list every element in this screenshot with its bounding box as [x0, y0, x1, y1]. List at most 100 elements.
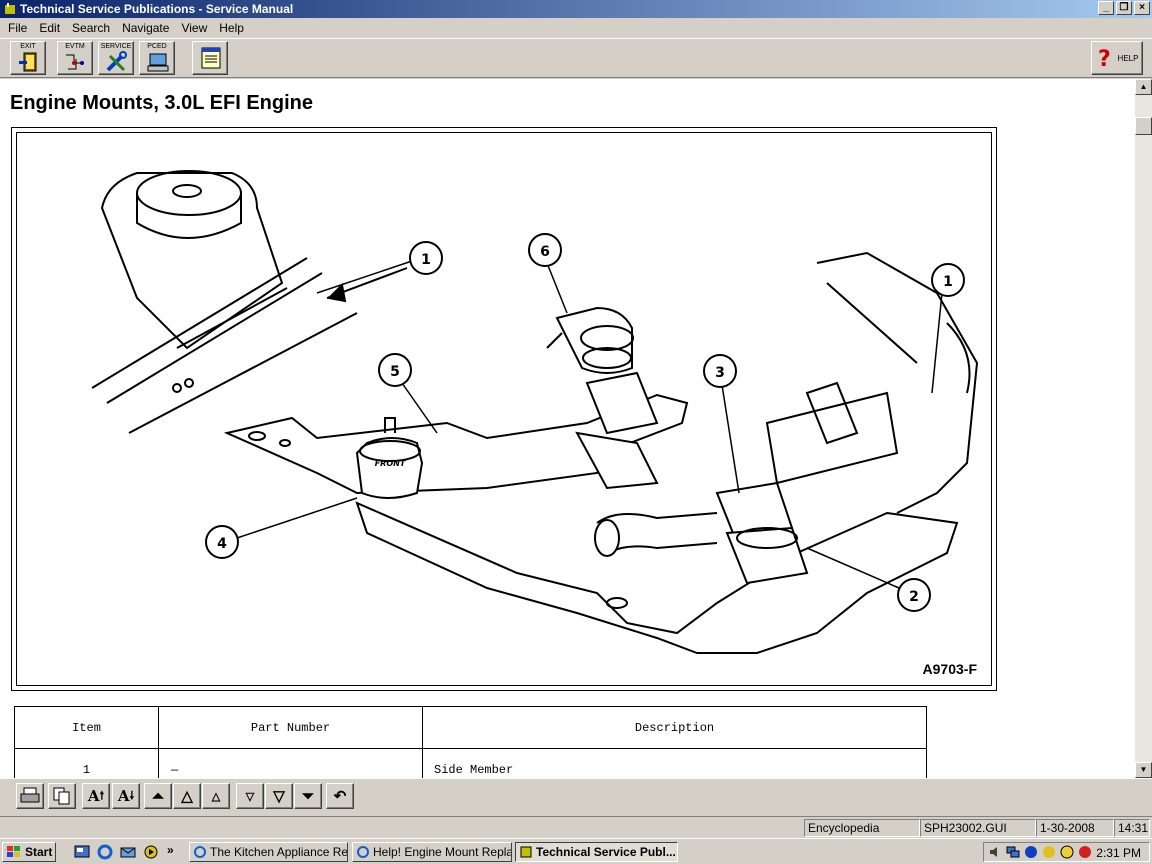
cell-part-number: — — [158, 748, 423, 778]
engine-mount-diagram: 1 6 1 5 3 4 — [91, 170, 979, 654]
svg-text:?: ? — [1098, 47, 1111, 69]
notepad-icon — [201, 47, 221, 69]
document-pane[interactable]: Engine Mounts, 3.0L EFI Engine — [0, 79, 1135, 778]
scroll-up-arrow-icon[interactable]: ▲ — [1135, 79, 1152, 95]
font-decrease-button[interactable]: A🠗 — [112, 783, 140, 809]
volume-icon[interactable] — [988, 845, 1002, 859]
smiley-icon[interactable] — [1060, 845, 1074, 859]
print-icon — [20, 787, 40, 803]
callout-2: 2 — [909, 589, 919, 605]
pced-button[interactable]: PCED — [139, 41, 175, 75]
task-label: Technical Service Publ... — [536, 845, 676, 859]
outlook-express-icon[interactable] — [120, 844, 136, 860]
last-page-button[interactable]: ⏷ — [294, 783, 322, 809]
first-page-icon: ⏶ — [151, 787, 164, 805]
task-technical-service[interactable]: Technical Service Publ... — [515, 842, 678, 862]
figure-id: A9703-F — [922, 661, 977, 677]
title-bar[interactable]: Technical Service Publications - Service… — [0, 0, 1152, 18]
font-increase-icon: A — [87, 787, 100, 805]
header-description: Description — [422, 706, 927, 749]
print-button[interactable] — [16, 783, 44, 809]
next-section-icon: ▽ — [273, 788, 285, 805]
callout-4: 4 — [217, 536, 227, 552]
ie-window-icon — [194, 846, 206, 858]
next-section-button[interactable]: ▽ — [265, 783, 293, 809]
table-row: 1 — Side Member — [14, 748, 927, 778]
service-label: SERVICE — [100, 43, 132, 50]
network-icon[interactable] — [1006, 845, 1020, 859]
cell-description: Side Member — [422, 748, 927, 778]
pced-label: PCED — [147, 43, 167, 50]
front-stamp: FRONT — [375, 459, 406, 468]
font-increase-button[interactable]: A🠕 — [82, 783, 110, 809]
next-page-button[interactable]: ▽ — [236, 783, 264, 809]
copy-button[interactable] — [48, 783, 76, 809]
exit-door-icon — [19, 52, 37, 72]
menu-view[interactable]: View — [181, 21, 208, 35]
menu-search[interactable]: Search — [72, 21, 111, 35]
service-manual-icon — [520, 846, 532, 858]
menu-file[interactable]: File — [8, 21, 28, 35]
first-page-button[interactable]: ⏶ — [144, 783, 172, 809]
status-bar: Encyclopedia SPH23002.GUI 1-30-2008 14:3… — [0, 816, 1152, 838]
figure-frame: 1 6 1 5 3 4 — [16, 132, 992, 686]
question-mark-icon: ? — [1098, 47, 1111, 69]
system-tray: 2:31 PM — [983, 842, 1150, 862]
header-item: Item — [14, 706, 159, 749]
minimize-button[interactable]: _ — [1098, 1, 1114, 15]
callout-1-left: 1 — [421, 252, 431, 268]
back-button[interactable]: ↶ — [326, 783, 354, 809]
help-label: HELP — [1117, 53, 1139, 63]
font-decrease-icon: A — [117, 787, 130, 805]
menu-navigate[interactable]: Navigate — [122, 21, 170, 35]
status-file: SPH23002.GUI — [920, 819, 1036, 837]
antivirus-icon[interactable] — [1078, 845, 1092, 859]
exit-button[interactable]: EXIT — [10, 41, 46, 75]
last-page-icon: ⏷ — [301, 787, 314, 805]
parts-table: Item Part Number Description 1 — Side Me… — [14, 706, 927, 778]
notepad-button[interactable] — [192, 41, 228, 75]
previous-page-icon: △ — [211, 790, 221, 803]
vertical-scrollbar[interactable]: ▲ ▼ — [1135, 79, 1152, 778]
restore-button[interactable]: ❐ — [1116, 1, 1132, 15]
evtm-label: EVTM — [65, 43, 85, 50]
previous-section-button[interactable]: △ — [173, 783, 201, 809]
computer-diagnostic-icon — [147, 53, 169, 72]
status-time: 14:31 — [1114, 819, 1150, 837]
close-button[interactable]: × — [1134, 1, 1150, 15]
menu-edit[interactable]: Edit — [39, 21, 61, 35]
table-header-row: Item Part Number Description — [14, 706, 927, 749]
engine-mount-figure: 1 6 1 5 3 4 — [11, 127, 997, 691]
start-label: Start — [25, 845, 53, 859]
task-engine-mount-help[interactable]: Help! Engine Mount Repla... — [352, 842, 512, 862]
page-title: Engine Mounts, 3.0L EFI Engine — [10, 92, 313, 114]
app-icon[interactable] — [3, 2, 17, 16]
show-desktop-icon[interactable] — [74, 844, 90, 860]
task-label: The Kitchen Appliance Re... — [210, 845, 348, 859]
previous-page-button[interactable]: △ — [202, 783, 230, 809]
bluetooth-icon[interactable] — [1024, 845, 1038, 859]
evtm-button[interactable]: EVTM — [57, 41, 93, 75]
callout-3: 3 — [715, 365, 725, 381]
task-kitchen-appliance[interactable]: The Kitchen Appliance Re... — [189, 842, 348, 862]
callout-6: 6 — [540, 244, 550, 260]
scroll-down-arrow-icon[interactable]: ▼ — [1135, 762, 1152, 778]
media-player-icon[interactable] — [143, 844, 159, 860]
callout-5: 5 — [390, 364, 400, 380]
window-title: Technical Service Publications - Service… — [20, 2, 294, 16]
start-button[interactable]: Start — [2, 842, 56, 862]
status-mode: Encyclopedia — [804, 819, 920, 837]
ie-window-icon — [357, 846, 369, 858]
help-button[interactable]: ? HELP — [1091, 41, 1143, 75]
scroll-thumb[interactable] — [1135, 117, 1152, 135]
taskbar: Start » The Kitchen Appliance Re... Help… — [0, 838, 1152, 864]
copy-icon — [53, 787, 70, 805]
toolbar: EXIT EVTM SERVICE PCED ? HELP — [0, 38, 1152, 78]
status-date: 1-30-2008 — [1036, 819, 1114, 837]
taskbar-clock: 2:31 PM — [1096, 846, 1141, 860]
quicklaunch-more-chevron[interactable]: » — [167, 843, 174, 857]
menu-help[interactable]: Help — [219, 21, 244, 35]
messenger-icon[interactable] — [1042, 845, 1056, 859]
service-button[interactable]: SERVICE — [98, 41, 134, 75]
internet-explorer-icon[interactable] — [97, 844, 113, 860]
